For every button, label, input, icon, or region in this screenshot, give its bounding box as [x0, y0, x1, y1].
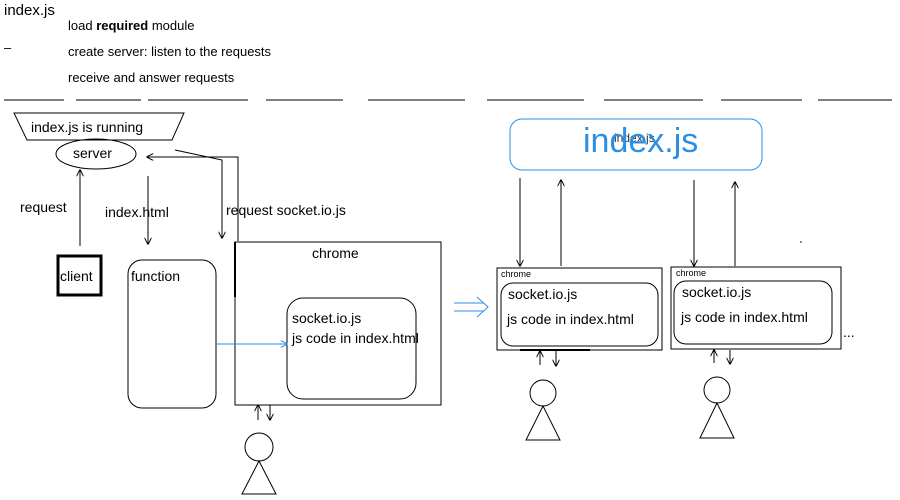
user-figure-right: [699, 376, 735, 439]
step-1-bold: required: [96, 18, 149, 33]
function-box: [127, 259, 217, 409]
chrome-window: [234, 241, 442, 406]
running-banner-shape: [13, 112, 185, 141]
request-label: request: [20, 199, 67, 215]
step-1-prefix: load: [68, 18, 97, 33]
step-1: load required module: [68, 18, 194, 33]
browser1-line2: js code in index.html: [507, 311, 634, 327]
server-label: server: [73, 145, 112, 161]
step-2-prefix: create server: listen to the requests: [68, 44, 272, 59]
client-label: client: [60, 268, 93, 284]
chrome-inner-line1: socket.io.js: [292, 310, 362, 326]
browser2-label: chrome: [676, 268, 707, 278]
page-title: index.js: [4, 2, 55, 19]
user-figure-middle: [525, 379, 561, 441]
user-figure-left: [241, 432, 277, 495]
step-3: receive and answer requests: [68, 70, 234, 85]
transition-arrow: [454, 296, 489, 318]
browser1-line1: socket.io.js: [508, 286, 578, 302]
browser1-inner-box: [500, 282, 659, 347]
chrome-inner-box: [286, 297, 417, 400]
index-html-label: index.html: [105, 204, 169, 220]
chrome-inner-line2: js code in index.html: [292, 330, 419, 346]
browser1-window: [496, 267, 663, 351]
socket-response-arrow: [174, 149, 222, 238]
index-js-box: [509, 118, 763, 171]
step-2: create server: listen to the requests: [68, 44, 271, 59]
socket-request-arrow: [147, 157, 239, 241]
more-browsers-ellipsis: ...: [843, 324, 855, 340]
stray-dot: [800, 241, 802, 243]
chrome-label: chrome: [312, 245, 359, 261]
server-ellipse: [55, 138, 137, 170]
request-socket-label: request socket.io.js: [226, 202, 346, 218]
browser2-window: [670, 266, 842, 350]
function-label: function: [131, 268, 181, 284]
running-banner-label: index.js is running: [31, 119, 144, 135]
browser2-line2: js code in index.html: [681, 309, 808, 325]
browser1-label: chrome: [501, 269, 532, 279]
index-js-title: index.js: [583, 122, 699, 160]
client-box: [56, 254, 103, 297]
browser2-line1: socket.io.js: [682, 284, 752, 300]
step-3-prefix: receive and answer requests: [68, 70, 235, 85]
index-js-ghost-label: index.js: [614, 131, 655, 145]
browser2-inner-box: [673, 280, 833, 345]
step-1-suffix: module: [148, 18, 195, 33]
dash-mark: –: [4, 40, 12, 55]
